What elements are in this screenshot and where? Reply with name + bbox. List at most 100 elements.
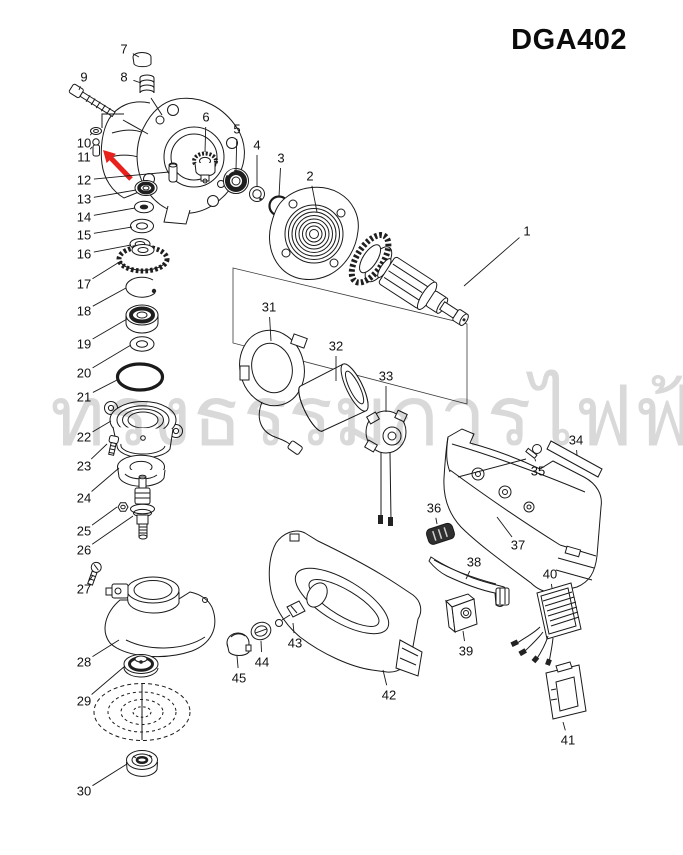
washer-part-14 xyxy=(135,201,154,213)
motor-assembly-group-box xyxy=(233,268,467,404)
part-number-label-45: 45 xyxy=(232,671,246,686)
leader-line-36 xyxy=(436,518,437,524)
leader-line-35 xyxy=(535,459,536,461)
cap-part xyxy=(133,53,151,67)
part-number-label-17: 17 xyxy=(77,277,91,292)
part-number-label-5: 5 xyxy=(233,122,240,137)
part-labels-layer: 1234567891011121314151617181920212223242… xyxy=(77,42,583,799)
leader-line-37 xyxy=(497,517,512,537)
part-number-label-13: 13 xyxy=(77,192,91,207)
leader-line-41 xyxy=(563,722,565,730)
spring-part xyxy=(140,75,162,115)
snap-ring-part-4 xyxy=(250,187,265,202)
leader-line-40 xyxy=(551,584,552,588)
part-number-label-25: 25 xyxy=(77,524,91,539)
end-bracket-part-33 xyxy=(365,410,408,526)
leader-line-10 xyxy=(90,133,92,135)
seal-ring-part-44 xyxy=(249,620,274,643)
part-number-label-18: 18 xyxy=(77,304,91,319)
leader-line-8 xyxy=(133,80,141,83)
leader-line-7 xyxy=(133,54,139,57)
switch-part-39 xyxy=(446,594,477,632)
switch-lever-part-38 xyxy=(429,557,509,606)
screw-part-23 xyxy=(106,435,119,455)
part-number-label-29: 29 xyxy=(77,694,91,709)
spiral-bevel-gear-part-17 xyxy=(119,245,167,272)
part-number-label-42: 42 xyxy=(382,688,396,703)
leader-line-25 xyxy=(92,507,117,525)
leader-line-44 xyxy=(261,641,262,652)
part-number-label-20: 20 xyxy=(77,366,91,381)
leader-line-16 xyxy=(94,245,131,252)
part-number-label-9: 9 xyxy=(80,70,87,85)
part-number-label-2: 2 xyxy=(306,169,313,184)
part-number-label-27: 27 xyxy=(77,582,91,597)
o-ring-part-21 xyxy=(118,364,163,390)
leader-line-1 xyxy=(464,238,519,286)
washer-part-20 xyxy=(130,337,154,351)
lock-pin-part-43 xyxy=(276,601,306,627)
part-number-label-35: 35 xyxy=(531,464,545,479)
inner-flange-part-29 xyxy=(124,655,158,678)
leader-line-3 xyxy=(279,168,280,197)
washer-part-10 xyxy=(91,114,125,135)
part-number-label-31: 31 xyxy=(262,300,276,315)
part-number-label-26: 26 xyxy=(77,543,91,558)
wheel-guard-part-28 xyxy=(105,577,215,657)
part-number-label-36: 36 xyxy=(427,501,441,516)
part-number-label-24: 24 xyxy=(77,491,91,506)
leader-line-39 xyxy=(463,631,465,641)
part-number-label-38: 38 xyxy=(467,555,481,570)
leader-line-18 xyxy=(93,288,126,306)
part-number-label-15: 15 xyxy=(77,228,91,243)
pin-part-11 xyxy=(93,139,100,156)
part-number-label-37: 37 xyxy=(511,538,525,553)
bolt-part xyxy=(69,84,117,119)
part-number-label-34: 34 xyxy=(569,433,583,448)
leader-line-31 xyxy=(270,317,271,341)
screw-part-27 xyxy=(85,561,102,586)
part-number-label-14: 14 xyxy=(77,210,91,225)
part-number-label-28: 28 xyxy=(77,655,91,670)
part-number-label-4: 4 xyxy=(253,138,260,153)
part-number-label-12: 12 xyxy=(77,173,91,188)
part-number-label-43: 43 xyxy=(288,636,302,651)
cap-part-45 xyxy=(227,633,251,656)
screw-part-35 xyxy=(458,445,542,478)
part-number-label-22: 22 xyxy=(77,430,91,445)
leader-line-24 xyxy=(92,468,119,491)
leader-line-20 xyxy=(93,345,131,368)
leader-line-26 xyxy=(92,516,133,544)
part-number-label-19: 19 xyxy=(77,337,91,352)
leader-line-30 xyxy=(92,764,127,786)
leader-line-5 xyxy=(236,139,237,170)
handle-housing-part-42 xyxy=(269,531,422,676)
controller-part-40 xyxy=(510,583,581,666)
leader-line-22 xyxy=(93,421,111,432)
ball-bearing-part-5 xyxy=(224,169,249,194)
bearing-part-13 xyxy=(135,181,157,196)
bearing-box-part-22 xyxy=(105,402,183,458)
part-number-label-10: 10 xyxy=(77,136,91,151)
leader-line-23 xyxy=(91,444,107,459)
leader-line-13 xyxy=(94,190,136,197)
grinding-wheel-dashed xyxy=(94,684,190,741)
part-number-label-44: 44 xyxy=(255,655,269,670)
leader-line-12 xyxy=(94,172,169,179)
red-arrow-marker xyxy=(103,150,133,181)
stator-sleeve-part-32 xyxy=(294,361,373,435)
part-number-label-21: 21 xyxy=(77,390,91,405)
part-number-label-6: 6 xyxy=(202,110,209,125)
leader-line-29 xyxy=(92,666,125,695)
leader-line-14 xyxy=(94,208,135,215)
leader-line-9 xyxy=(79,86,80,90)
part-number-label-40: 40 xyxy=(543,567,557,582)
lock-ring-part-18 xyxy=(126,277,157,297)
assembly-line xyxy=(123,120,148,134)
leader-line-27 xyxy=(89,575,93,581)
label-plate-part-34 xyxy=(547,441,602,477)
model-title: DGA402 xyxy=(511,24,627,56)
part-number-label-30: 30 xyxy=(77,784,91,799)
leader-line-21 xyxy=(93,379,119,392)
